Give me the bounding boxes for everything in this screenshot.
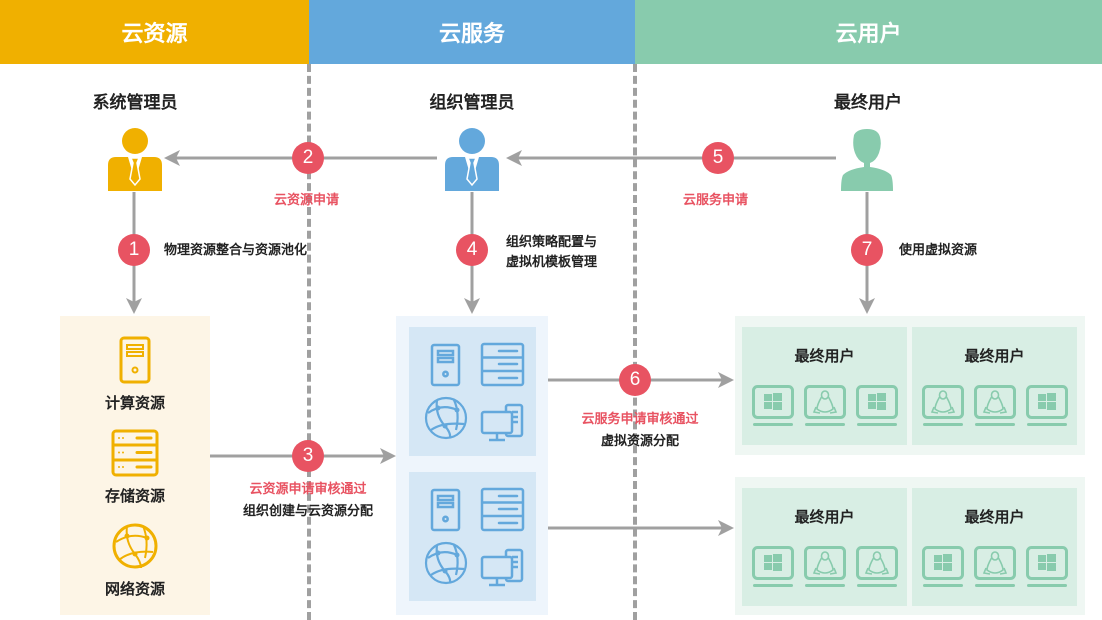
- resource-storage: 存储资源: [60, 429, 210, 509]
- role-system-admin: 系统管理员: [92, 93, 178, 113]
- step-2-label: 云资源申请: [274, 193, 340, 208]
- step-badge-6: 6: [619, 364, 651, 396]
- step-3-label: 组织创建与云资源分配: [242, 504, 373, 519]
- vm-item[interactable]: [856, 546, 898, 588]
- system-admin-icon: [108, 128, 162, 191]
- resource-pool-panel: 计算资源 存储资源 网络资源: [60, 316, 210, 615]
- server-tower-icon: [430, 488, 461, 532]
- service-resource-box: [409, 327, 536, 456]
- windows-vm-icon: [922, 546, 964, 587]
- desktop-computer-icon: [480, 403, 524, 442]
- end-user-card-title: 最终用户: [794, 347, 855, 365]
- step-7-label: 使用虚拟资源: [899, 243, 978, 258]
- resource-label: 网络资源: [104, 580, 165, 598]
- arrowhead-down: [126, 298, 142, 314]
- server-tower-icon: [430, 343, 461, 387]
- header-label: 云用户: [835, 22, 902, 47]
- end-user-card-title: 最终用户: [964, 347, 1025, 365]
- resource-label: 计算资源: [104, 394, 165, 412]
- role-org-admin: 组织管理员: [429, 93, 515, 113]
- header-label: 云资源: [121, 22, 188, 47]
- vm-item[interactable]: [974, 546, 1016, 588]
- end-user-card-title: 最终用户: [964, 508, 1025, 526]
- vm-item[interactable]: [922, 385, 964, 427]
- linux-vm-icon: [974, 385, 1016, 426]
- arrowhead-down: [859, 298, 875, 314]
- linux-vm-icon: [804, 385, 846, 426]
- service-resource-box: [409, 472, 536, 601]
- org-admin-icon: [445, 128, 499, 191]
- header-cloud-service: 云服务: [309, 0, 635, 64]
- step-5-label: 云服务申请: [683, 193, 749, 208]
- step-3-label-approved: 云资源申请审核通过: [249, 482, 367, 497]
- divider-dashed-right: [633, 64, 637, 620]
- header-cloud-user: 云用户: [635, 0, 1102, 64]
- storage-rack-icon: [480, 342, 525, 387]
- windows-vm-icon: [752, 546, 794, 587]
- end-user-icon: [841, 129, 893, 191]
- arrowhead-down: [464, 298, 480, 314]
- header-label: 云服务: [438, 22, 505, 47]
- linux-vm-icon: [974, 546, 1016, 587]
- vm-item[interactable]: [752, 546, 794, 588]
- step-badge-3: 3: [292, 440, 324, 472]
- arrowhead-left: [164, 150, 180, 166]
- network-globe-icon: [424, 396, 468, 440]
- step-badge-2: 2: [292, 142, 324, 174]
- arrowhead-left: [506, 150, 522, 166]
- network-globe-icon: [112, 523, 158, 569]
- vm-item[interactable]: [974, 385, 1016, 427]
- divider-dashed-left: [307, 64, 311, 620]
- vm-item[interactable]: [1026, 546, 1068, 588]
- windows-vm-icon: [1026, 546, 1068, 587]
- step-badge-5: 5: [702, 142, 734, 174]
- step-6-label: 虚拟资源分配: [600, 434, 679, 449]
- end-user-card: 最终用户: [912, 488, 1077, 606]
- step-badge-1: 1: [118, 234, 150, 266]
- step-badge-7: 7: [851, 234, 883, 266]
- arrowhead-right: [718, 372, 734, 388]
- vm-item[interactable]: [922, 546, 964, 588]
- windows-vm-icon: [1026, 385, 1068, 426]
- resource-compute: 计算资源: [60, 336, 210, 416]
- vm-item[interactable]: [804, 546, 846, 588]
- storage-rack-icon: [111, 429, 159, 477]
- windows-vm-icon: [752, 385, 794, 426]
- end-user-card: 最终用户: [742, 488, 907, 606]
- end-user-card: 最终用户: [912, 327, 1077, 445]
- end-user-card: 最终用户: [742, 327, 907, 445]
- step-4-label-line2: 虚拟机模板管理: [506, 255, 598, 270]
- arrowhead-right: [718, 520, 734, 536]
- step-1-label: 物理资源整合与资源池化: [164, 243, 308, 258]
- linux-vm-icon: [856, 546, 898, 587]
- service-panel: [396, 316, 548, 615]
- arrowhead-right: [380, 448, 396, 464]
- step-4-label-line1: 组织策略配置与: [506, 235, 598, 250]
- resource-label: 存储资源: [104, 487, 165, 505]
- vm-item[interactable]: [1026, 385, 1068, 427]
- resource-network: 网络资源: [60, 522, 210, 602]
- storage-rack-icon: [480, 487, 525, 532]
- windows-vm-icon: [856, 385, 898, 426]
- vm-item[interactable]: [752, 385, 794, 427]
- linux-vm-icon: [804, 546, 846, 587]
- network-globe-icon: [424, 541, 468, 585]
- header-cloud-resource: 云资源: [0, 0, 309, 64]
- desktop-computer-icon: [480, 548, 524, 587]
- end-user-card-title: 最终用户: [794, 508, 855, 526]
- vm-item[interactable]: [856, 385, 898, 427]
- vm-item[interactable]: [804, 385, 846, 427]
- role-end-user: 最终用户: [834, 93, 902, 113]
- server-tower-icon: [119, 336, 151, 384]
- linux-vm-icon: [922, 385, 964, 426]
- step-6-label-approved: 云服务申请审核通过: [581, 412, 699, 427]
- step-badge-4: 4: [456, 234, 488, 266]
